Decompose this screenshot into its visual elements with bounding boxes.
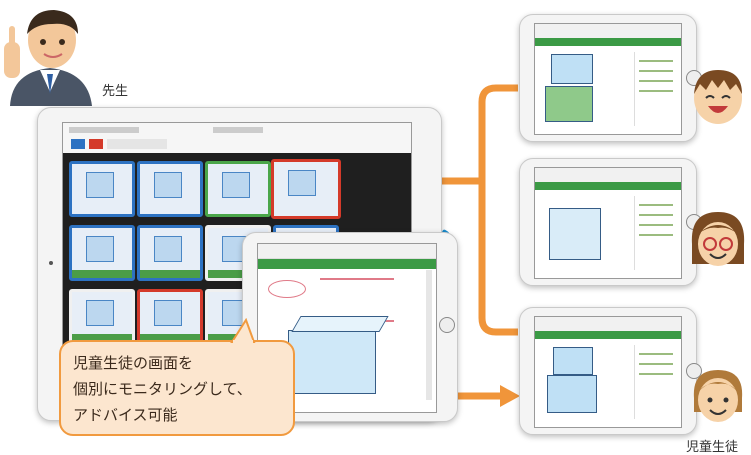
prism-drawing [551,54,593,84]
prism-drawing [545,86,593,122]
student-thumbnail[interactable] [69,289,135,345]
student-screen-3 [534,316,682,428]
student-tablet-3 [519,307,702,435]
girl-smiling-icon [693,370,743,422]
arrow-to-student-head [500,385,520,407]
student-thumbnail[interactable] [137,225,203,281]
teacher-label: 先生 [102,84,129,99]
prism-drawing [547,375,597,413]
student-thumbnail[interactable] [137,161,203,217]
bubble-tail [230,318,256,344]
students-label: 児童生徒 [686,440,739,455]
student-bracket [478,84,518,336]
student-thumbnail[interactable] [137,289,203,345]
bubble-line-3: アドバイス可能 [73,406,178,424]
teacher-toolbar [63,123,411,154]
advice-speech-bubble: 児童生徒の画面を 個別にモニタリングして、 アドバイス可能 [59,340,295,436]
zoom-toolbar [258,244,436,259]
tablet-camera [49,261,53,265]
student-tablet-1 [519,14,702,142]
student-screen-2 [534,167,682,279]
handwriting-note [268,280,306,298]
home-button[interactable] [686,363,702,379]
student-thumbnail-selected[interactable] [271,159,341,219]
zoom-scrollbar[interactable] [426,270,432,400]
student-screen-1 [534,23,682,135]
boy-laughing-icon [694,70,742,124]
student-thumbnail[interactable] [69,161,135,217]
girl-glasses-icon [691,212,745,266]
student-tablet-2 [519,158,702,286]
rectangular-prism-drawing [288,330,376,394]
teacher-pointing-icon [4,10,92,106]
prism-top-face [291,316,389,332]
home-button[interactable] [439,317,455,333]
student-thumbnail[interactable] [205,161,271,217]
bubble-line-1: 児童生徒の画面を [73,354,194,372]
prism-drawing [553,347,593,375]
zoom-green-header [258,259,436,269]
teacher-avatar [0,2,100,106]
prism-drawing [549,208,601,260]
bubble-line-2: 個別にモニタリングして、 [73,380,252,398]
student-thumbnail[interactable] [69,225,135,281]
zoomed-student-screen [257,243,437,413]
